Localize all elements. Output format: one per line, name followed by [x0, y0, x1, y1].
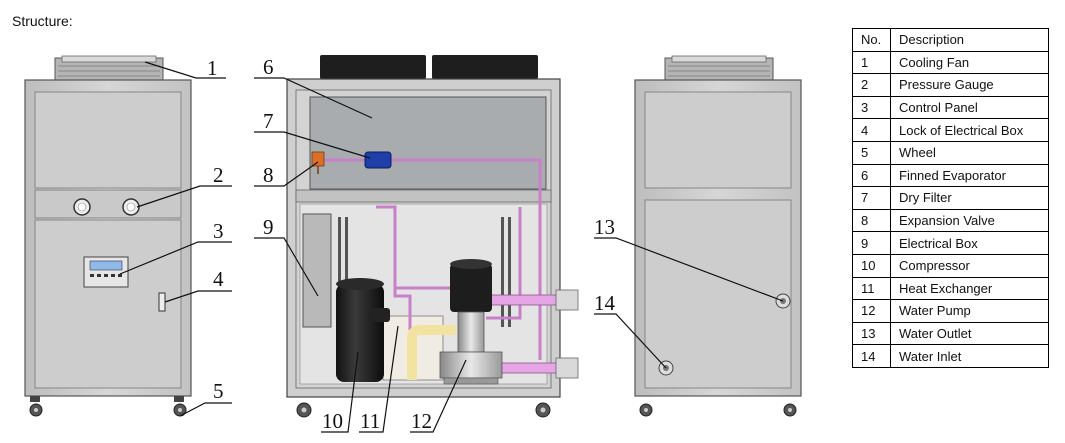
row-number: 3 [852, 95, 891, 120]
callout-14: 14 [594, 291, 616, 315]
row-description: Control Panel [890, 95, 1049, 120]
finned-evaporator [309, 96, 547, 190]
row-description: Electrical Box [890, 231, 1049, 255]
pressure-gauge-icon [73, 198, 140, 216]
callout-8: 8 [263, 163, 274, 187]
callout-4: 4 [213, 267, 224, 291]
cooling-fan-icon [320, 55, 538, 79]
column-header-no: No. [852, 28, 891, 52]
side-open-view [286, 55, 579, 418]
row-description: Pressure Gauge [890, 73, 1049, 97]
wheel-icon [639, 403, 797, 417]
expansion-valve-icon [311, 151, 325, 174]
row-number: 8 [852, 208, 891, 233]
electrical-box [302, 213, 332, 328]
callout-13: 13 [594, 215, 615, 239]
water-pump-icon [439, 259, 503, 385]
lock-icon [158, 292, 166, 312]
row-number: 5 [852, 140, 891, 165]
callout-9: 9 [263, 215, 274, 239]
back-view [634, 55, 802, 417]
refrigerant-pipes [318, 158, 542, 360]
row-description: Compressor [890, 253, 1049, 278]
row-number: 6 [852, 163, 891, 188]
dry-filter-icon [364, 151, 392, 169]
row-description: Water Inlet [890, 344, 1049, 368]
row-number: 7 [852, 186, 891, 210]
column-header-description: Description [890, 28, 1049, 52]
callout-10: 10 [322, 409, 343, 433]
callout-3: 3 [213, 219, 224, 243]
page-title: Structure: [12, 13, 73, 29]
callout-5: 5 [213, 379, 224, 403]
row-description: Lock of Electrical Box [890, 118, 1049, 142]
row-description: Cooling Fan [890, 50, 1049, 75]
callout-7: 7 [263, 109, 274, 133]
row-description: Water Outlet [890, 321, 1049, 346]
row-description: Wheel [890, 140, 1049, 165]
wheel-icon [296, 402, 551, 418]
wheel-icon [29, 396, 187, 417]
callout-2: 2 [213, 163, 224, 187]
row-description: Finned Evaporator [890, 163, 1049, 188]
callout-11: 11 [360, 409, 380, 433]
row-number: 11 [852, 276, 891, 301]
row-number: 4 [852, 118, 891, 142]
row-number: 12 [852, 299, 891, 323]
table-header-row: No. Description [852, 28, 1049, 52]
compressor-icon [336, 278, 390, 382]
row-number: 13 [852, 321, 891, 346]
row-description: Heat Exchanger [890, 276, 1049, 301]
row-number: 1 [852, 50, 891, 75]
front-view [24, 55, 192, 417]
row-description: Expansion Valve [890, 208, 1049, 233]
row-number: 10 [852, 253, 891, 278]
row-number: 9 [852, 231, 891, 255]
row-description: Water Pump [890, 299, 1049, 323]
row-number: 2 [852, 73, 891, 97]
callout-1: 1 [207, 56, 218, 80]
callout-12: 12 [411, 409, 432, 433]
callout-6: 6 [263, 55, 274, 79]
row-description: Dry Filter [890, 186, 1049, 210]
row-number: 14 [852, 344, 891, 368]
chiller-structure-diagram: 1 2 3 4 5 6 7 8 9 10 11 12 13 14 [24, 55, 802, 433]
control-panel-icon [83, 256, 129, 288]
cooling-fan-grill [54, 55, 164, 81]
leader-lines [119, 61, 784, 433]
